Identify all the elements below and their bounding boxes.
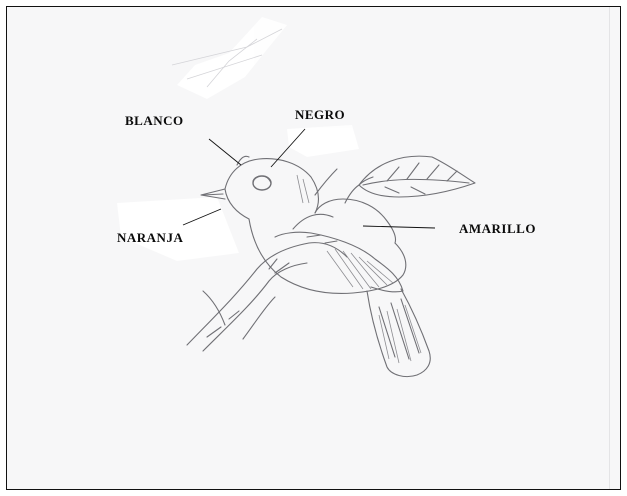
sketch-frame: BLANCO NEGRO NARANJA AMARILLO [6,6,621,490]
label-blanco: BLANCO [125,113,184,129]
bird-sketch [7,7,620,489]
label-naranja: NARANJA [117,230,183,246]
label-negro: NEGRO [295,107,345,123]
label-amarillo: AMARILLO [459,221,536,237]
branch [187,243,347,345]
bird-tail [367,289,430,377]
bird-wing [275,232,403,292]
pointer-amarillo [363,226,435,228]
leaf [359,156,475,197]
pointer-blanco [209,139,241,165]
